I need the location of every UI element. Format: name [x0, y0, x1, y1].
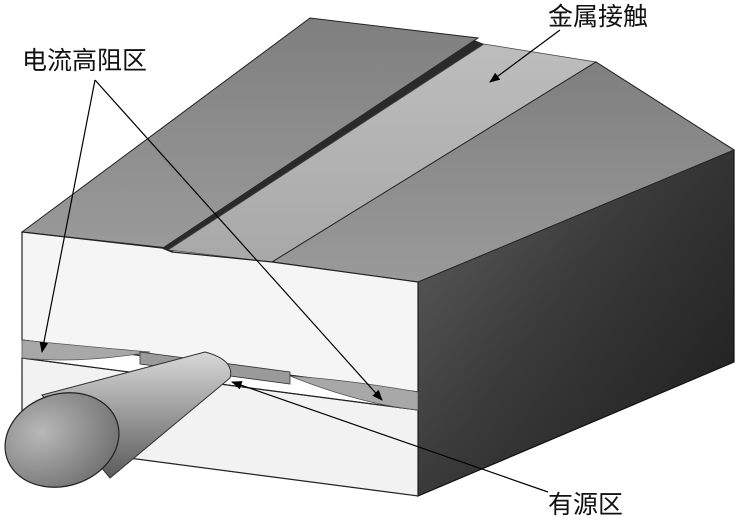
top-groove: [162, 40, 484, 252]
label-metal-contact: 金属接触: [548, 2, 649, 31]
arrow-metal-contact: [489, 29, 561, 83]
optical-fiber-end: [4, 392, 120, 488]
arrow-high-resistance-right: [94, 79, 383, 401]
high-resistance-region-right: [289, 375, 419, 411]
high-resistance-region-left: [21, 339, 151, 361]
label-active-region: 有源区: [548, 490, 624, 519]
label-current-high-resistance: 电流高阻区: [22, 46, 148, 75]
arrow-high-resistance-left: [39, 79, 96, 354]
arrow-active-region: [230, 381, 549, 493]
